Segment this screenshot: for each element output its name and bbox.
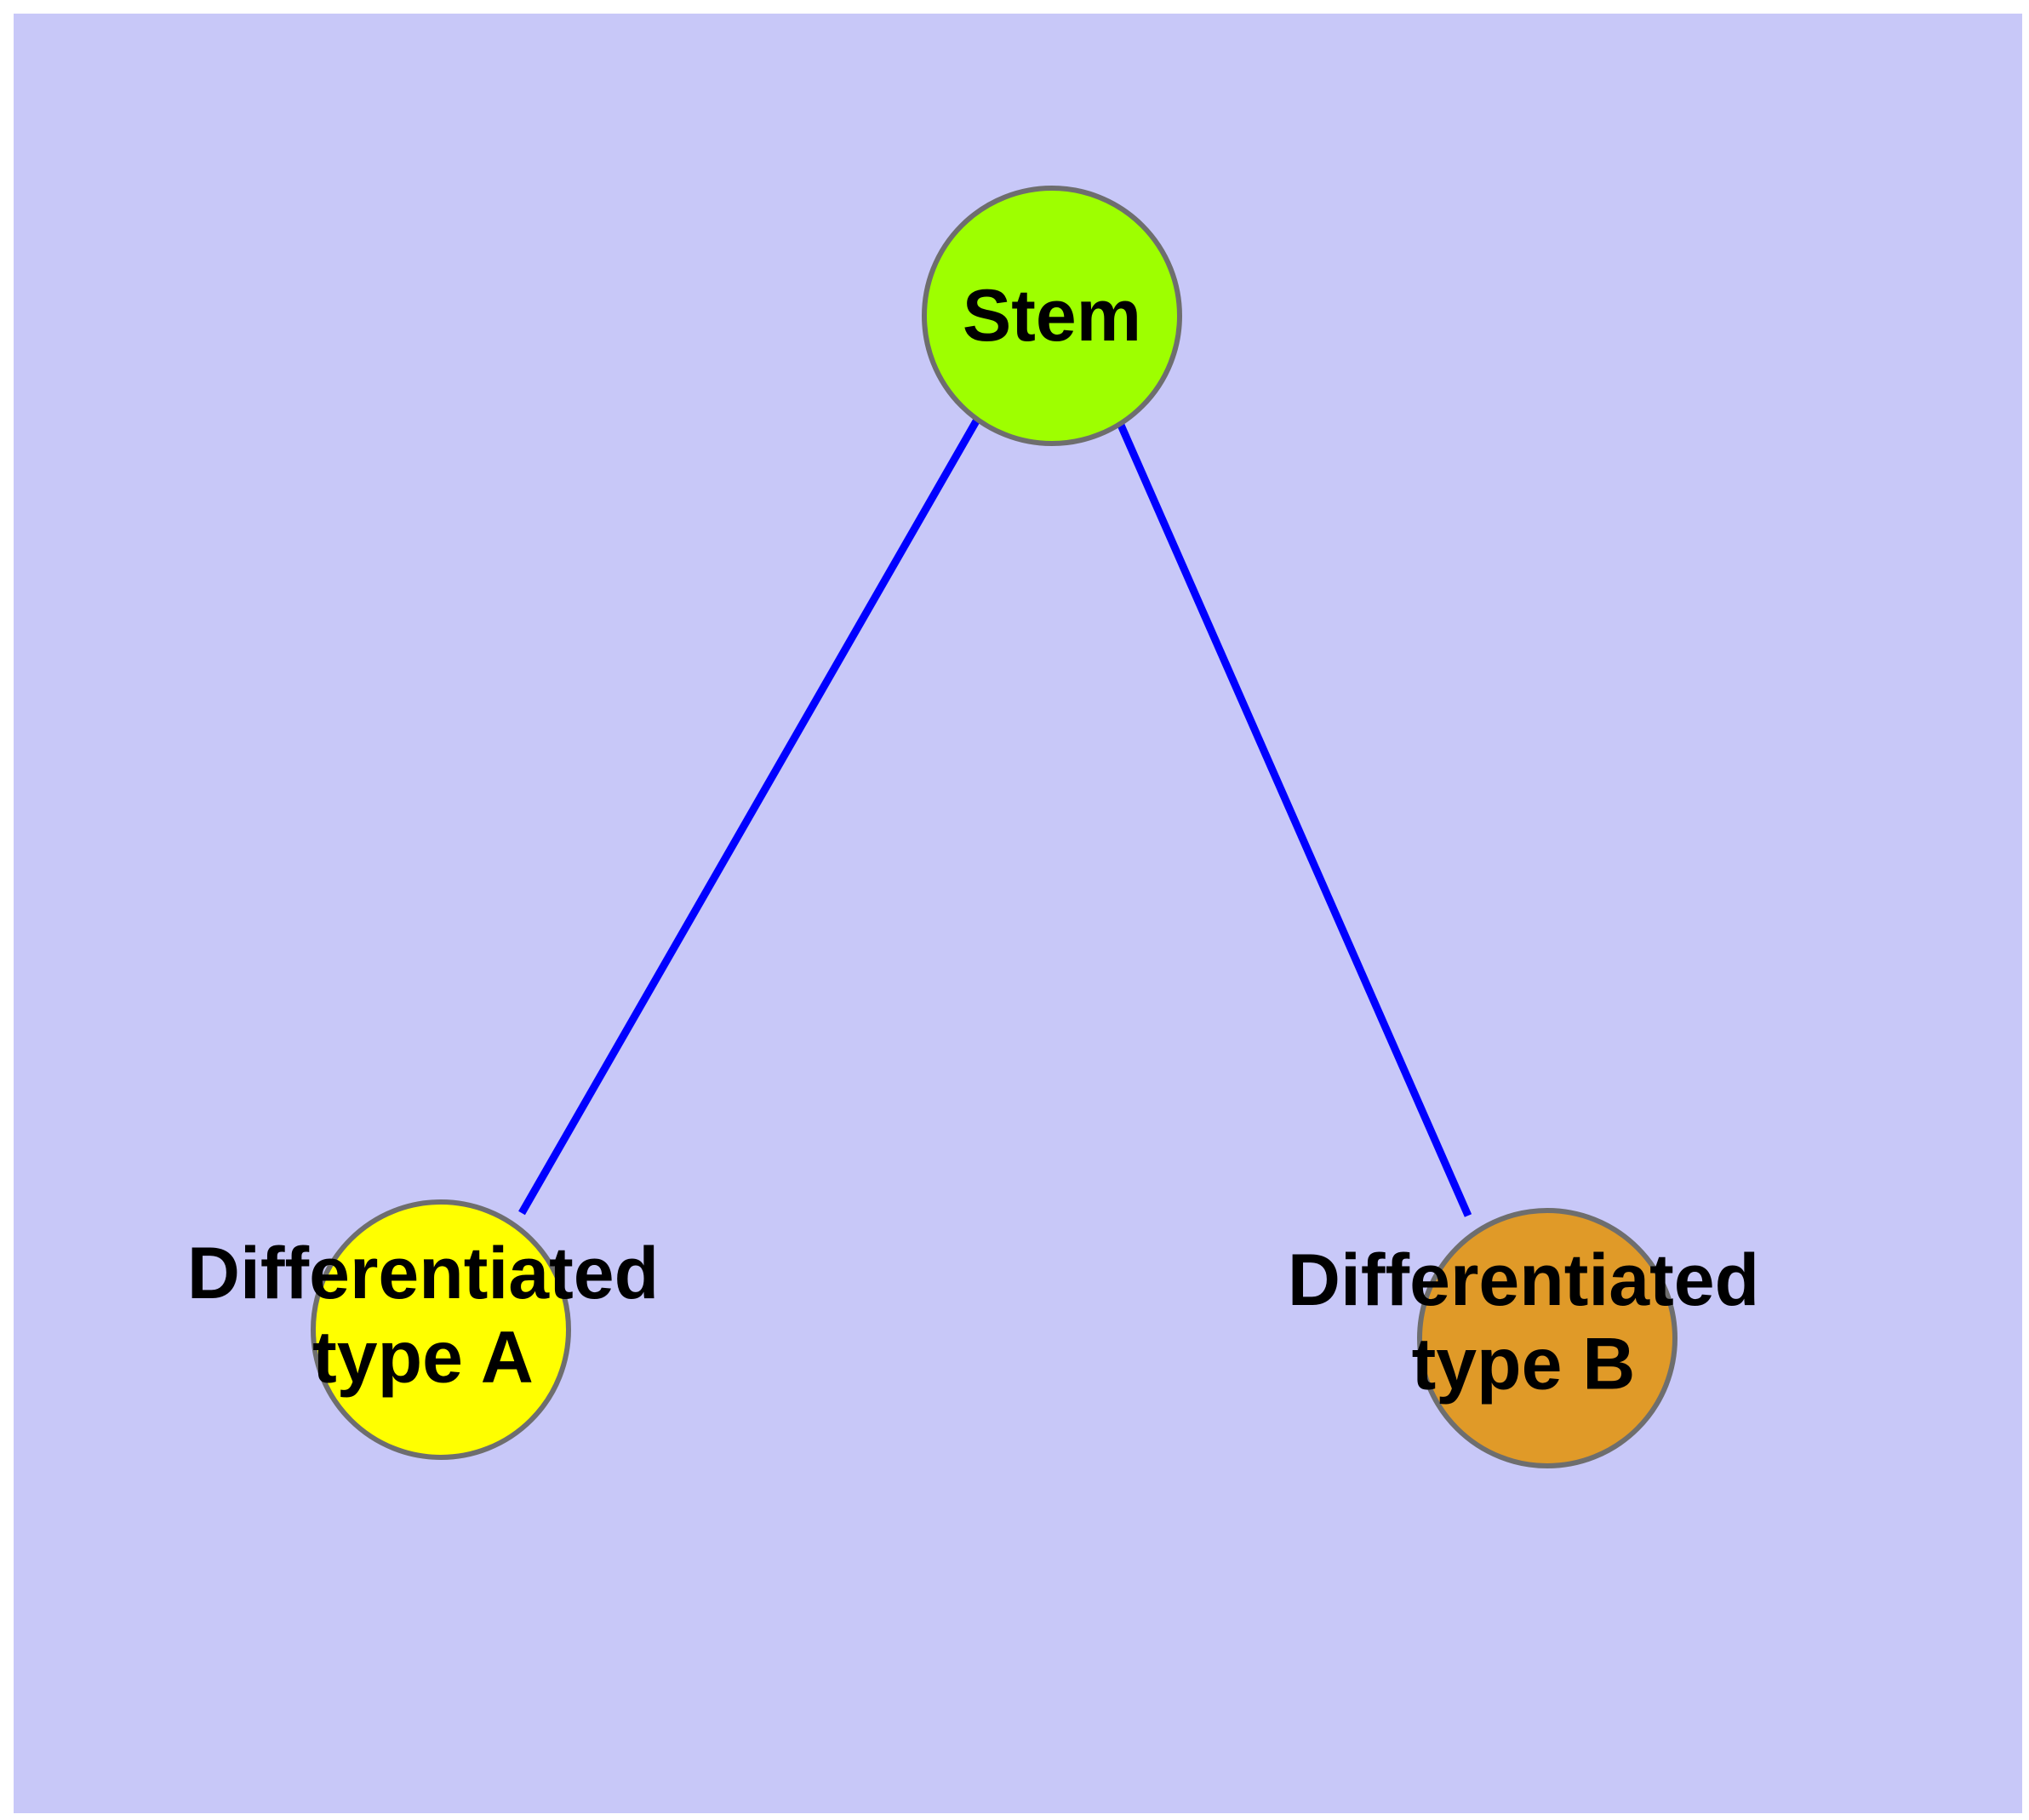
edge-stem-to-differentiated-type-b (1116, 421, 1472, 1217)
edge-stem-to-differentiated-type-a (518, 417, 980, 1216)
edges-layer (518, 417, 1472, 1217)
nodes-layer (311, 186, 1677, 1468)
node-differentiated-type-b[interactable] (1417, 1208, 1677, 1468)
node-stem[interactable] (922, 186, 1182, 446)
node-label-stem: Stem (963, 275, 1141, 357)
node-differentiated-type-a[interactable] (311, 1199, 571, 1460)
